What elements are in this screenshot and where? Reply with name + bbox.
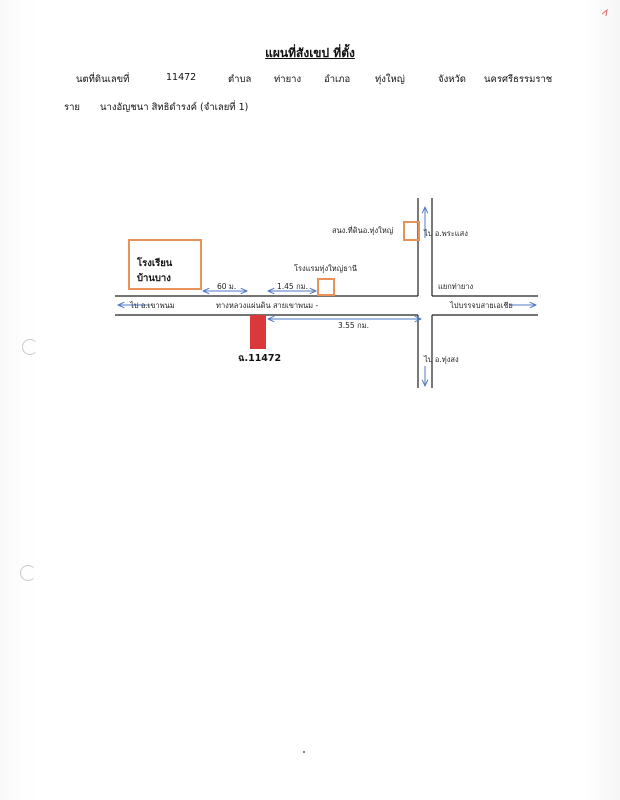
deed-number: 11472 (166, 72, 197, 83)
to-khao-phanom-label: ไป อ.เขาพนม (129, 301, 175, 310)
district-label: อำเภอ (324, 74, 351, 85)
distance-355km-label: 3.55 กม. (338, 321, 369, 330)
distance-60m-label: 60 ม. (217, 282, 236, 291)
to-phra-saeng-label: ไป อ.พระแสง (423, 229, 468, 238)
school-box (128, 239, 202, 290)
small-mark (303, 751, 305, 753)
distance-145km-label: 1.45 กม. (277, 282, 308, 291)
hotel-box (317, 278, 335, 296)
hotel-label: โรงแรมทุ่งใหญ่ธานี (294, 264, 357, 273)
deed-label: นตที่ดินเลขที่ (76, 74, 130, 85)
district-value: ทุ่งใหญ่ (375, 74, 405, 85)
land-office-box (403, 221, 420, 241)
punch-hole-mark (20, 565, 36, 581)
school-label-line1: โรงเรียน (136, 257, 173, 269)
province-label: จังหวัด (438, 74, 466, 85)
subdistrict-value: ท่ายาง (274, 74, 302, 85)
subdistrict-label: ตำบล (228, 74, 252, 85)
province-value: นครศรีธรรมราช (484, 74, 553, 85)
land-parcel-label: ฉ.11472 (238, 353, 281, 364)
corner-mark-icon (601, 8, 608, 17)
owner-label: ราย (64, 102, 81, 113)
to-asia-highway-label: ไปบรรจบสายเอเชีย (449, 301, 513, 310)
owner-value: นางอัญชนา สิทธิดำรงค์ (จำเลยที่ 1) (100, 102, 249, 113)
land-office-label: สนง.ที่ดินอ.ทุ่งใหญ่ (332, 225, 393, 235)
junction-label: แยกท่ายาง (438, 282, 474, 291)
highway-name-label: ทางหลวงแผ่นดิน สายเขาพนม - (216, 301, 318, 310)
to-thung-song-label: ไป อ.ทุ่งสง (423, 355, 459, 364)
land-parcel-marker (250, 315, 266, 349)
page-title: แผนที่สังเขป ที่ตั้ง (265, 46, 355, 60)
school-label-line2: บ้านบาง (137, 272, 171, 284)
punch-hole-mark (22, 339, 38, 355)
